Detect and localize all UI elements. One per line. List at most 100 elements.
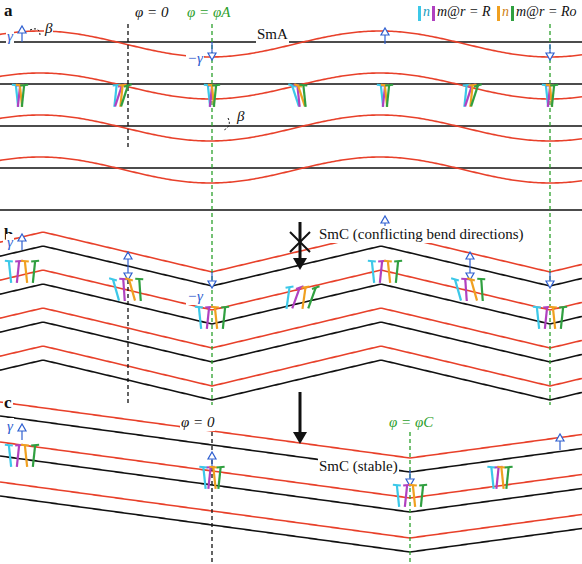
director-cap <box>135 278 143 281</box>
director-cap <box>467 278 475 280</box>
normal-arrow <box>127 266 128 273</box>
normal-arrowhead <box>381 28 389 35</box>
director-bar <box>199 307 201 329</box>
forbidden-cross <box>290 232 310 252</box>
director-cap <box>451 278 459 280</box>
director-bar <box>208 467 210 489</box>
director-cap <box>302 287 310 288</box>
director-bar <box>214 85 216 107</box>
undulating-layer <box>0 482 582 538</box>
normal-arrow <box>21 431 22 440</box>
legend-swatch <box>418 6 421 21</box>
director-bar <box>292 288 300 309</box>
director-bar <box>33 445 35 467</box>
director-bar <box>33 261 35 283</box>
undulating-layer <box>0 402 582 458</box>
phase-guide <box>409 432 410 562</box>
director-cap <box>217 466 225 469</box>
normal-arrow <box>211 272 212 281</box>
director-bar <box>17 445 19 467</box>
phase-name: SmC (conflicting bend directions) <box>318 226 525 243</box>
director-cap <box>419 484 427 487</box>
normal-arrow <box>469 259 470 266</box>
legend-text: n <box>501 4 510 19</box>
director-bar <box>545 307 547 329</box>
director-cap <box>533 306 541 309</box>
legend-text: m@r = Ro <box>515 4 577 19</box>
director-bar <box>396 261 398 283</box>
smectic-layer <box>0 322 582 362</box>
normal-label: γ <box>6 418 14 435</box>
director-bar <box>537 307 539 329</box>
director-cap <box>31 444 39 447</box>
normal-arrowhead <box>18 424 26 431</box>
director-bar <box>218 467 220 489</box>
director-bar <box>380 261 382 283</box>
director-cap <box>385 84 393 87</box>
director-cap <box>212 84 220 87</box>
panel-letter: c <box>3 394 13 413</box>
director-bar <box>223 307 225 329</box>
director-bar <box>9 261 11 283</box>
phase-guide <box>127 280 128 405</box>
director-cap <box>31 260 39 263</box>
normal-arrowhead <box>208 452 216 459</box>
director-bar <box>388 261 390 283</box>
director-bar <box>308 288 316 309</box>
transition-arrowhead <box>293 258 307 270</box>
normal-label: −γ <box>186 50 204 67</box>
director-cap <box>124 84 132 86</box>
transition-arrow <box>299 392 302 434</box>
director-cap <box>550 84 558 87</box>
phase-name: SmA <box>256 26 289 43</box>
normal-arrowhead <box>556 434 564 441</box>
director-bar <box>496 467 498 489</box>
normal-arrowhead <box>381 216 389 223</box>
director-cap <box>409 484 417 487</box>
director-bar <box>552 85 554 107</box>
normal-arrowhead <box>208 53 216 60</box>
normal-arrow <box>384 35 385 44</box>
normal-arrow <box>559 441 560 450</box>
director-cap <box>5 260 13 263</box>
undulating-layer <box>0 308 582 348</box>
director-bar <box>491 467 493 489</box>
angle-arc <box>224 118 229 130</box>
director-bar <box>25 261 27 283</box>
transition-arrowhead <box>293 432 307 444</box>
director-cap <box>368 260 376 263</box>
phase-guide <box>549 24 550 405</box>
smectic-layer <box>0 416 582 472</box>
director-bar <box>303 85 305 107</box>
director-bar <box>413 485 415 507</box>
director-cap <box>209 466 217 469</box>
undulating-layer <box>0 346 582 386</box>
smectic-layer <box>0 41 582 43</box>
normal-label: γ <box>6 234 14 251</box>
normal-arrowhead <box>546 281 554 288</box>
undulating-layer <box>0 270 582 310</box>
director-bar <box>298 86 305 107</box>
normal-arrowhead <box>18 234 26 241</box>
director-cap <box>487 466 495 469</box>
director-bar <box>387 85 389 107</box>
phase-label: φ = 0 <box>180 414 215 431</box>
normal-arrow <box>409 470 410 479</box>
director-bar <box>207 307 209 329</box>
angle-arc <box>30 29 40 36</box>
smectic-layer <box>0 167 582 169</box>
director-bar <box>121 86 128 107</box>
smectic-layer <box>0 360 582 400</box>
normal-arrow <box>549 44 550 53</box>
normal-arrowhead <box>208 281 216 288</box>
smectic-layer <box>0 209 582 211</box>
undulating-layer <box>0 442 582 498</box>
legend-swatch <box>497 6 500 21</box>
director-cap <box>286 287 294 288</box>
director-bar <box>506 467 508 489</box>
director-bar <box>115 86 122 107</box>
normal-arrow <box>211 42 212 53</box>
director-bar <box>139 279 141 301</box>
angle-label: β <box>236 108 245 125</box>
director-bar <box>421 485 423 507</box>
